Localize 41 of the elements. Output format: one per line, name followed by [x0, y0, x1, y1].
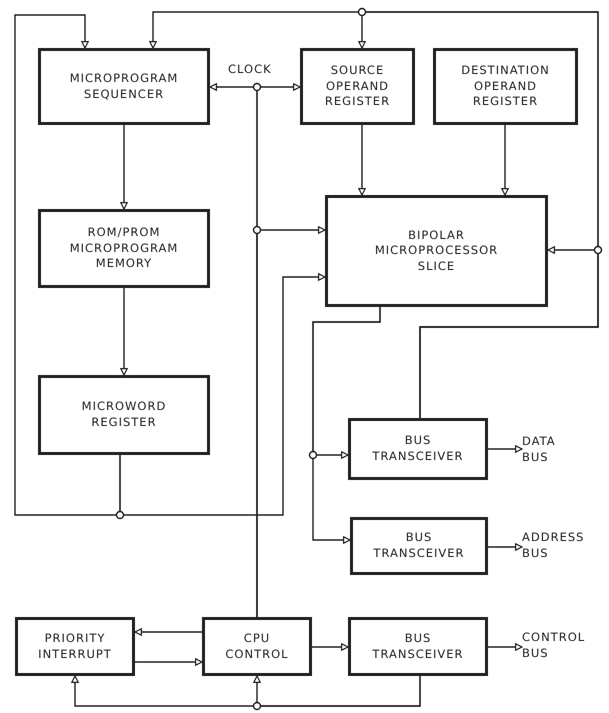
arrow — [135, 658, 203, 666]
arrow — [312, 643, 349, 651]
box-label: BUS TRANSCEIVER — [371, 433, 465, 465]
arrow — [488, 445, 523, 453]
memory-box — [38, 209, 210, 288]
box-label: BIPOLAR MICROPROCESSOR SLICE — [374, 228, 500, 274]
transceiver-box — [348, 617, 488, 676]
arrow — [119, 273, 326, 516]
interrupt-box — [15, 617, 135, 676]
arrow — [419, 246, 599, 418]
bus-label: CONTROL BUS — [522, 630, 586, 662]
box-label: MICROPROGRAM SEQUENCER — [68, 70, 180, 102]
transceiver-box — [350, 517, 488, 575]
bus-label: DATA BUS — [522, 434, 556, 466]
register-box — [433, 48, 578, 125]
arrow — [253, 675, 421, 707]
arrow — [120, 125, 128, 210]
arrow — [488, 643, 523, 651]
arrow — [312, 307, 381, 544]
register-box — [300, 48, 415, 125]
control-box — [202, 617, 312, 676]
register-box — [38, 375, 210, 455]
processor-box — [325, 195, 548, 307]
box-label: ROM/PROM MICROPROGRAM MEMORY — [68, 225, 180, 272]
bus-label: ADDRESS BUS — [522, 530, 584, 562]
signal-label: CLOCK — [228, 62, 272, 76]
box-label: PRIORITY INTERRUPT — [37, 630, 113, 662]
box-label: SOURCE OPERAND REGISTER — [324, 63, 392, 110]
box-label: CPU CONTROL — [224, 630, 290, 662]
box-label: MICROWORD REGISTER — [80, 399, 168, 431]
arrow — [358, 125, 366, 196]
arrow — [488, 543, 523, 551]
sequencer-box — [38, 48, 210, 125]
arrow — [120, 288, 128, 376]
box-label: BUS TRANSCEIVER — [371, 630, 465, 662]
arrow — [134, 628, 202, 636]
arrow — [256, 226, 326, 617]
arrow — [501, 125, 509, 196]
transceiver-box — [348, 418, 488, 480]
box-label: DESTINATION OPERAND REGISTER — [460, 63, 551, 110]
box-label: BUS TRANSCEIVER — [372, 530, 466, 562]
